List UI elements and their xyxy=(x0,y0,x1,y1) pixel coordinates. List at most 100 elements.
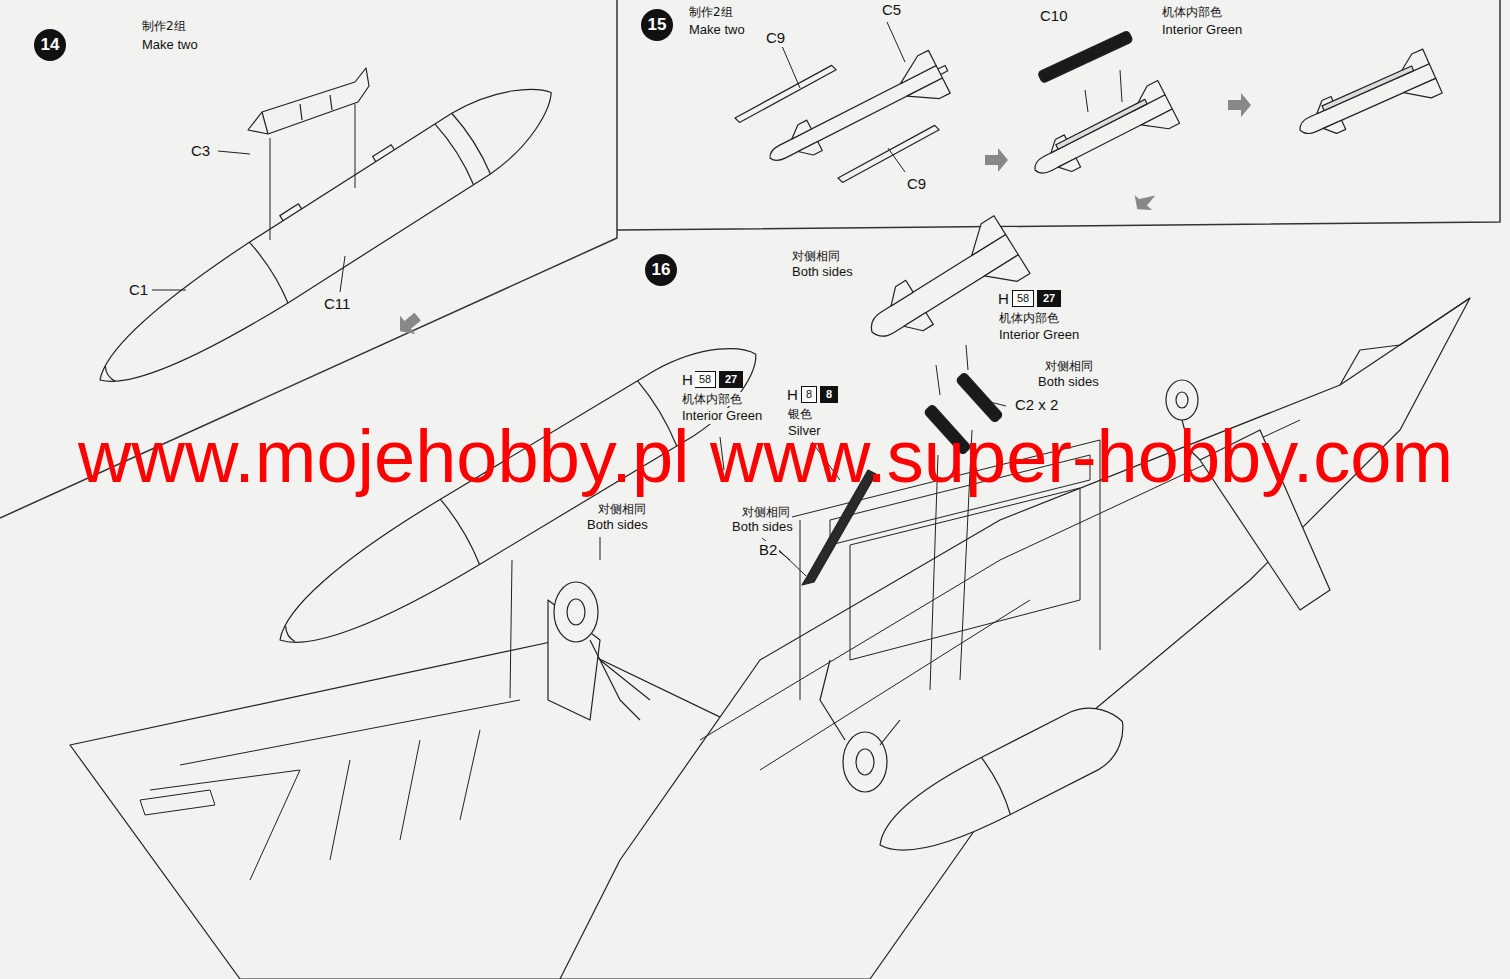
pylon-part xyxy=(262,95,332,134)
rail-part xyxy=(734,64,838,123)
missile xyxy=(960,216,1030,295)
part-label: H xyxy=(680,371,695,389)
part-label: C11 xyxy=(322,295,352,313)
part-label: 机体内部色 xyxy=(997,311,1061,325)
landing-gear xyxy=(1176,392,1188,408)
missile xyxy=(1024,81,1179,192)
node-text: 27 xyxy=(1043,292,1055,305)
part-label: 制作2组 xyxy=(140,19,188,33)
part-label: 对侧相同 xyxy=(596,502,648,516)
node-text: 8 xyxy=(806,388,812,401)
pylon-part xyxy=(248,68,369,134)
part-label: Both sides xyxy=(790,264,855,280)
part-label: 机体内部色 xyxy=(680,392,744,406)
leader-line xyxy=(1085,70,1122,112)
landing-gear xyxy=(590,640,650,720)
part-label: C3 xyxy=(189,142,212,160)
part-label: C5 xyxy=(880,1,903,19)
missile xyxy=(767,66,943,165)
part-label: C9 xyxy=(905,175,928,193)
part-label: C9 xyxy=(764,29,787,47)
paint-code-box: 8 xyxy=(801,386,817,403)
leader-line xyxy=(510,345,1006,698)
part-label: Both sides xyxy=(1036,374,1101,390)
rail-part xyxy=(956,372,1004,423)
drop-tank xyxy=(865,693,1136,874)
landing-gear xyxy=(567,599,585,625)
missile xyxy=(759,47,957,180)
node-text: 58 xyxy=(1017,292,1029,305)
paint-code-box: 27 xyxy=(1037,290,1061,307)
step-number: 15 xyxy=(641,9,673,41)
drop-tank xyxy=(260,322,775,673)
landing-gear xyxy=(554,582,598,642)
leader-line xyxy=(152,104,355,292)
drop-tank xyxy=(81,62,571,410)
missile xyxy=(787,120,822,160)
part-label: H xyxy=(785,386,800,404)
drop-tank xyxy=(260,322,775,673)
paint-code-box: 27 xyxy=(719,371,743,388)
drop-tank xyxy=(280,145,395,221)
step-arrow xyxy=(985,148,1008,172)
paint-code-box: 58 xyxy=(694,371,716,388)
node-text: 16 xyxy=(652,260,671,280)
step-arrow xyxy=(392,307,425,340)
drop-tank xyxy=(89,112,493,406)
node-text: 14 xyxy=(41,35,60,55)
node-text: 58 xyxy=(699,373,711,386)
part-label: Both sides xyxy=(585,517,650,533)
part-label: C1 xyxy=(127,281,150,299)
rail-part xyxy=(1037,30,1133,83)
missile xyxy=(1297,64,1436,138)
part-label: 机体内部色 xyxy=(1160,5,1224,19)
part-label: C2 x 2 xyxy=(1013,396,1060,414)
drop-tank xyxy=(77,57,570,410)
node-text: 27 xyxy=(725,373,737,386)
step-number: 14 xyxy=(34,29,66,61)
missile xyxy=(938,65,948,74)
node-text: 8 xyxy=(826,388,832,401)
rail-part xyxy=(1037,30,1133,83)
leader-line xyxy=(270,104,355,240)
leader-line xyxy=(782,22,905,172)
step-arrow xyxy=(392,93,1251,341)
drop-tank xyxy=(865,693,1136,874)
missile xyxy=(1056,99,1147,149)
missile xyxy=(893,50,950,111)
landing-gear xyxy=(843,732,887,792)
part-label: Interior Green xyxy=(1160,22,1244,38)
landing-gear xyxy=(1166,380,1198,420)
part-label: 对侧相同 xyxy=(740,505,792,519)
drop-tank xyxy=(981,756,1013,814)
missile xyxy=(866,234,1019,342)
step-arrow xyxy=(1129,185,1161,217)
leader-line xyxy=(936,345,1006,406)
part-label: B2 xyxy=(757,541,779,559)
part-label: Make two xyxy=(687,22,747,38)
node-text: 15 xyxy=(648,15,667,35)
missile xyxy=(884,280,934,338)
aircraft-fuselage xyxy=(560,298,1470,979)
aircraft-fuselage xyxy=(1340,298,1470,385)
leader-line xyxy=(510,538,790,698)
part-label: 对侧相同 xyxy=(790,249,842,263)
landing-gear xyxy=(856,749,874,775)
part-label: Interior Green xyxy=(997,327,1081,343)
rail-part xyxy=(734,64,838,123)
pylon-part xyxy=(248,68,369,134)
watermark: www.mojehobby.pl www.super-hobby.com xyxy=(78,420,1453,494)
aircraft-wing xyxy=(140,790,215,815)
part-label: C10 xyxy=(1038,7,1070,25)
step-number: 16 xyxy=(645,254,677,286)
part-label: Both sides xyxy=(730,519,795,535)
missile xyxy=(1322,66,1414,110)
landing-gear xyxy=(820,660,900,745)
missile xyxy=(1391,49,1442,107)
paint-code-box: 8 xyxy=(820,386,838,403)
missile xyxy=(1031,95,1172,177)
paint-code-box: 58 xyxy=(1012,290,1034,307)
aircraft-wing xyxy=(150,700,520,880)
step-arrow xyxy=(1228,93,1251,117)
